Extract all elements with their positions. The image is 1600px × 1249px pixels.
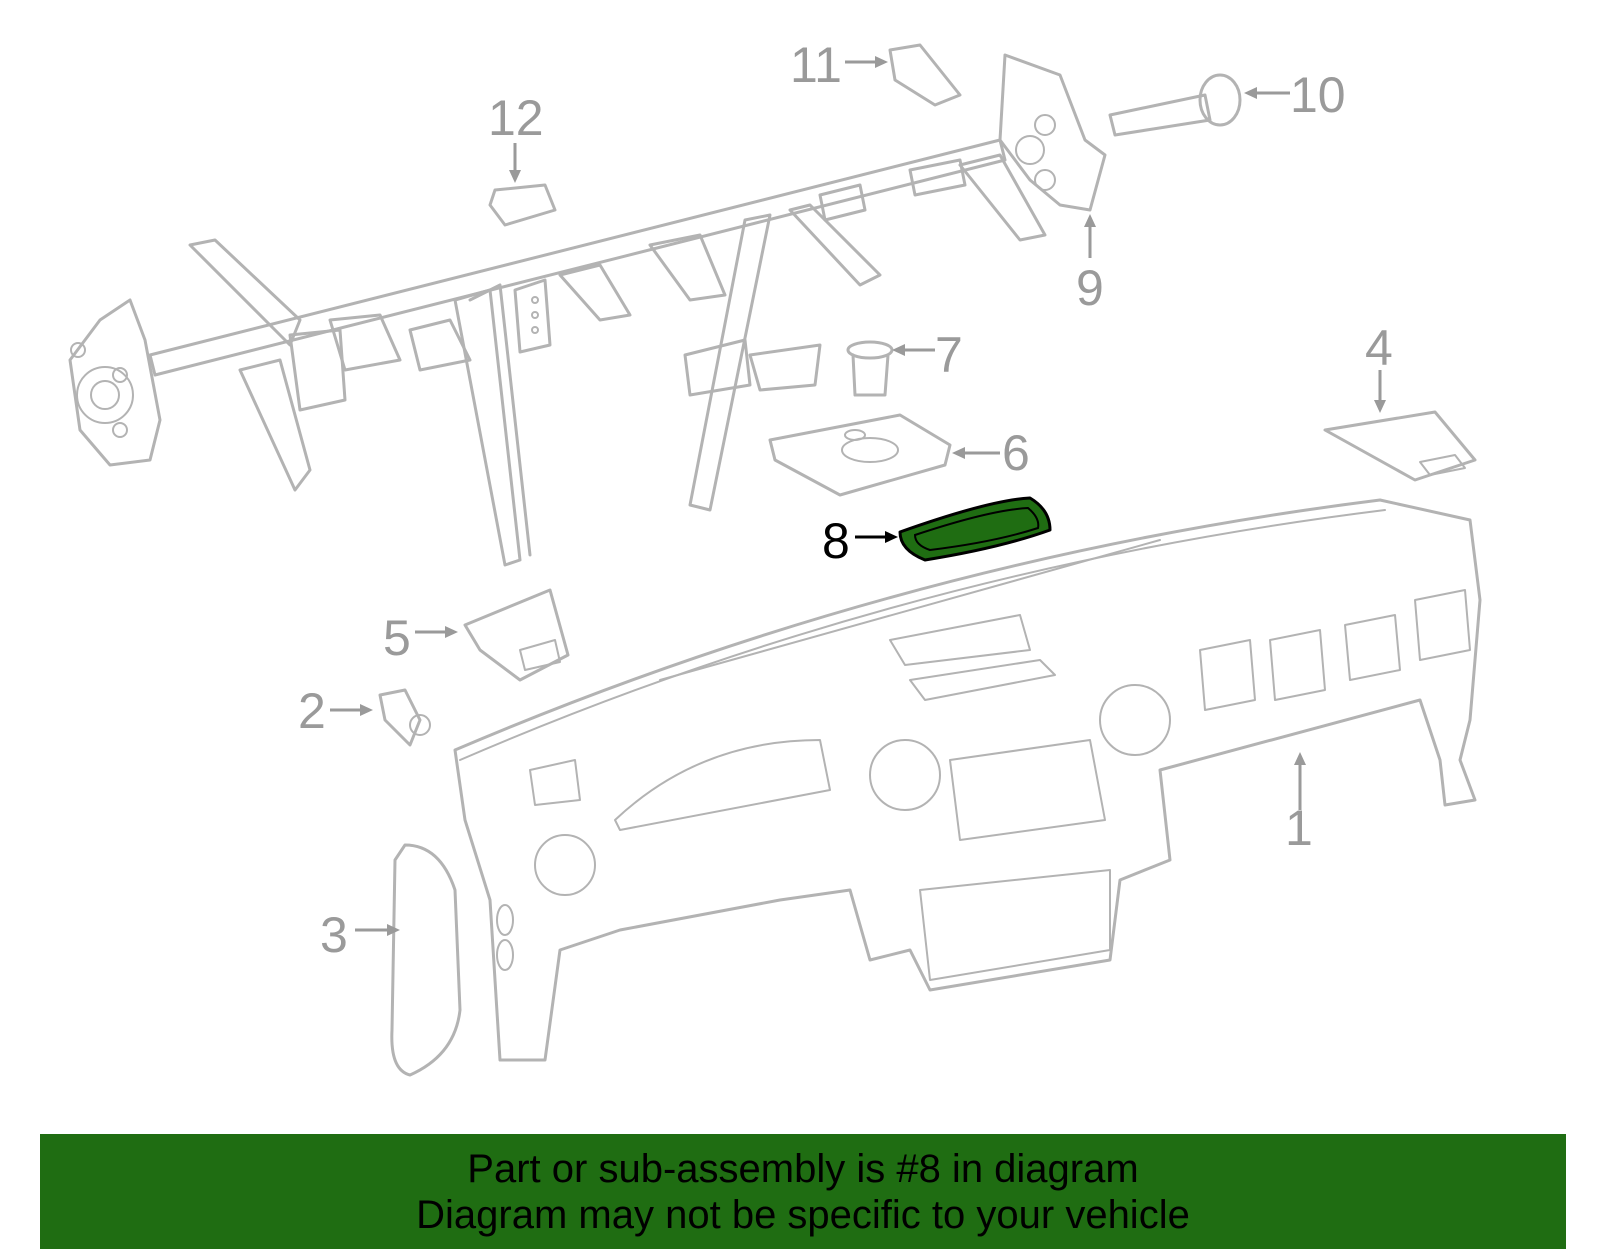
parts-diagram: 1 2 3 4 5 6 7 8 9 10 11 12: [68, 37, 1482, 1077]
callout-1: 1: [1285, 800, 1313, 856]
callout-8: 8: [822, 513, 850, 569]
part-2-connector: [378, 688, 431, 747]
part-5-bezel: [463, 588, 570, 682]
callout-6: 6: [1002, 425, 1030, 481]
part-4-cover: [1323, 410, 1477, 482]
banner-line-2: Diagram may not be specific to your vehi…: [416, 1193, 1190, 1237]
part-6-panel: [768, 413, 952, 497]
callout-12: 12: [488, 90, 544, 146]
info-banner: Part or sub-assembly is #8 in diagram Di…: [40, 1134, 1566, 1249]
part-8-highlighted: [898, 496, 1052, 562]
callout-7: 7: [935, 327, 963, 383]
banner-line-1: Part or sub-assembly is #8 in diagram: [467, 1147, 1139, 1191]
part-10-bolt: [1108, 73, 1242, 137]
part-3-side-cover: [390, 843, 462, 1077]
callout-5: 5: [383, 610, 411, 666]
callout-4: 4: [1365, 320, 1393, 376]
callout-arrows: [330, 56, 1386, 936]
callout-10: 10: [1290, 67, 1346, 123]
callout-11: 11: [790, 37, 842, 93]
callout-9: 9: [1076, 260, 1104, 316]
part-1-instrument-panel: [453, 498, 1482, 1062]
callout-2: 2: [298, 683, 326, 739]
part-7-cup: [846, 340, 894, 397]
part-12-clip: [488, 183, 557, 227]
cross-car-beam: [68, 53, 1107, 567]
part-11-bracket: [888, 43, 962, 107]
callout-3: 3: [320, 907, 348, 963]
